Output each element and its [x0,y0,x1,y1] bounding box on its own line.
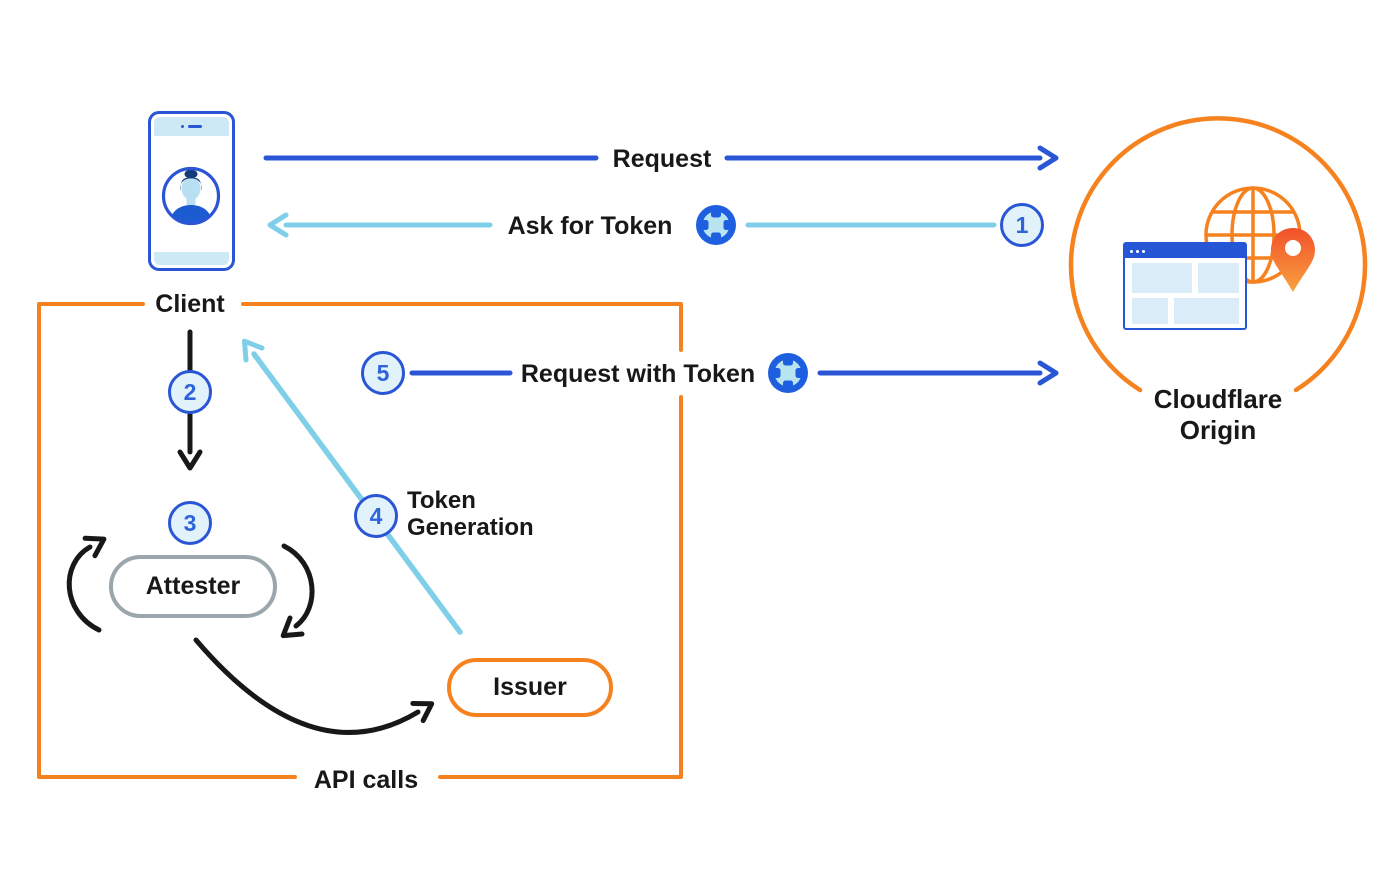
browser-window-icon [1123,242,1247,330]
token-generation-arrow [241,338,463,635]
origin-label: Cloudflare Origin [1153,384,1283,445]
client-phone-icon [148,111,235,271]
token-generation-label: Token Generation [407,487,534,541]
origin-ring [1068,116,1368,393]
attester-cycle-right-arrow [280,543,315,639]
token-icon [766,351,810,395]
step-3-badge: 3 [168,501,212,545]
phone-home-bar [154,252,229,265]
step-1-badge: 1 [1000,203,1044,247]
user-avatar [161,166,221,226]
request-with-token-label: Request with Token [520,360,756,388]
issuer-node: Issuer [447,658,613,717]
attester-to-issuer-arrow [193,637,435,735]
api-calls-label: API calls [313,766,419,794]
token-icon [694,203,738,247]
step-5-badge: 5 [361,351,405,395]
step-2-badge: 2 [168,370,212,414]
browser-titlebar [1125,244,1245,258]
api-calls-box [37,302,683,779]
request-label: Request [612,145,712,173]
attester-node: Attester [109,555,277,618]
step-4-badge: 4 [354,494,398,538]
phone-speaker [154,117,229,136]
location-pin-icon [1271,228,1315,292]
client-label: Client [155,290,225,318]
attester-cycle-left-arrow [66,535,107,633]
ask-for-token-label: Ask for Token [507,212,673,240]
